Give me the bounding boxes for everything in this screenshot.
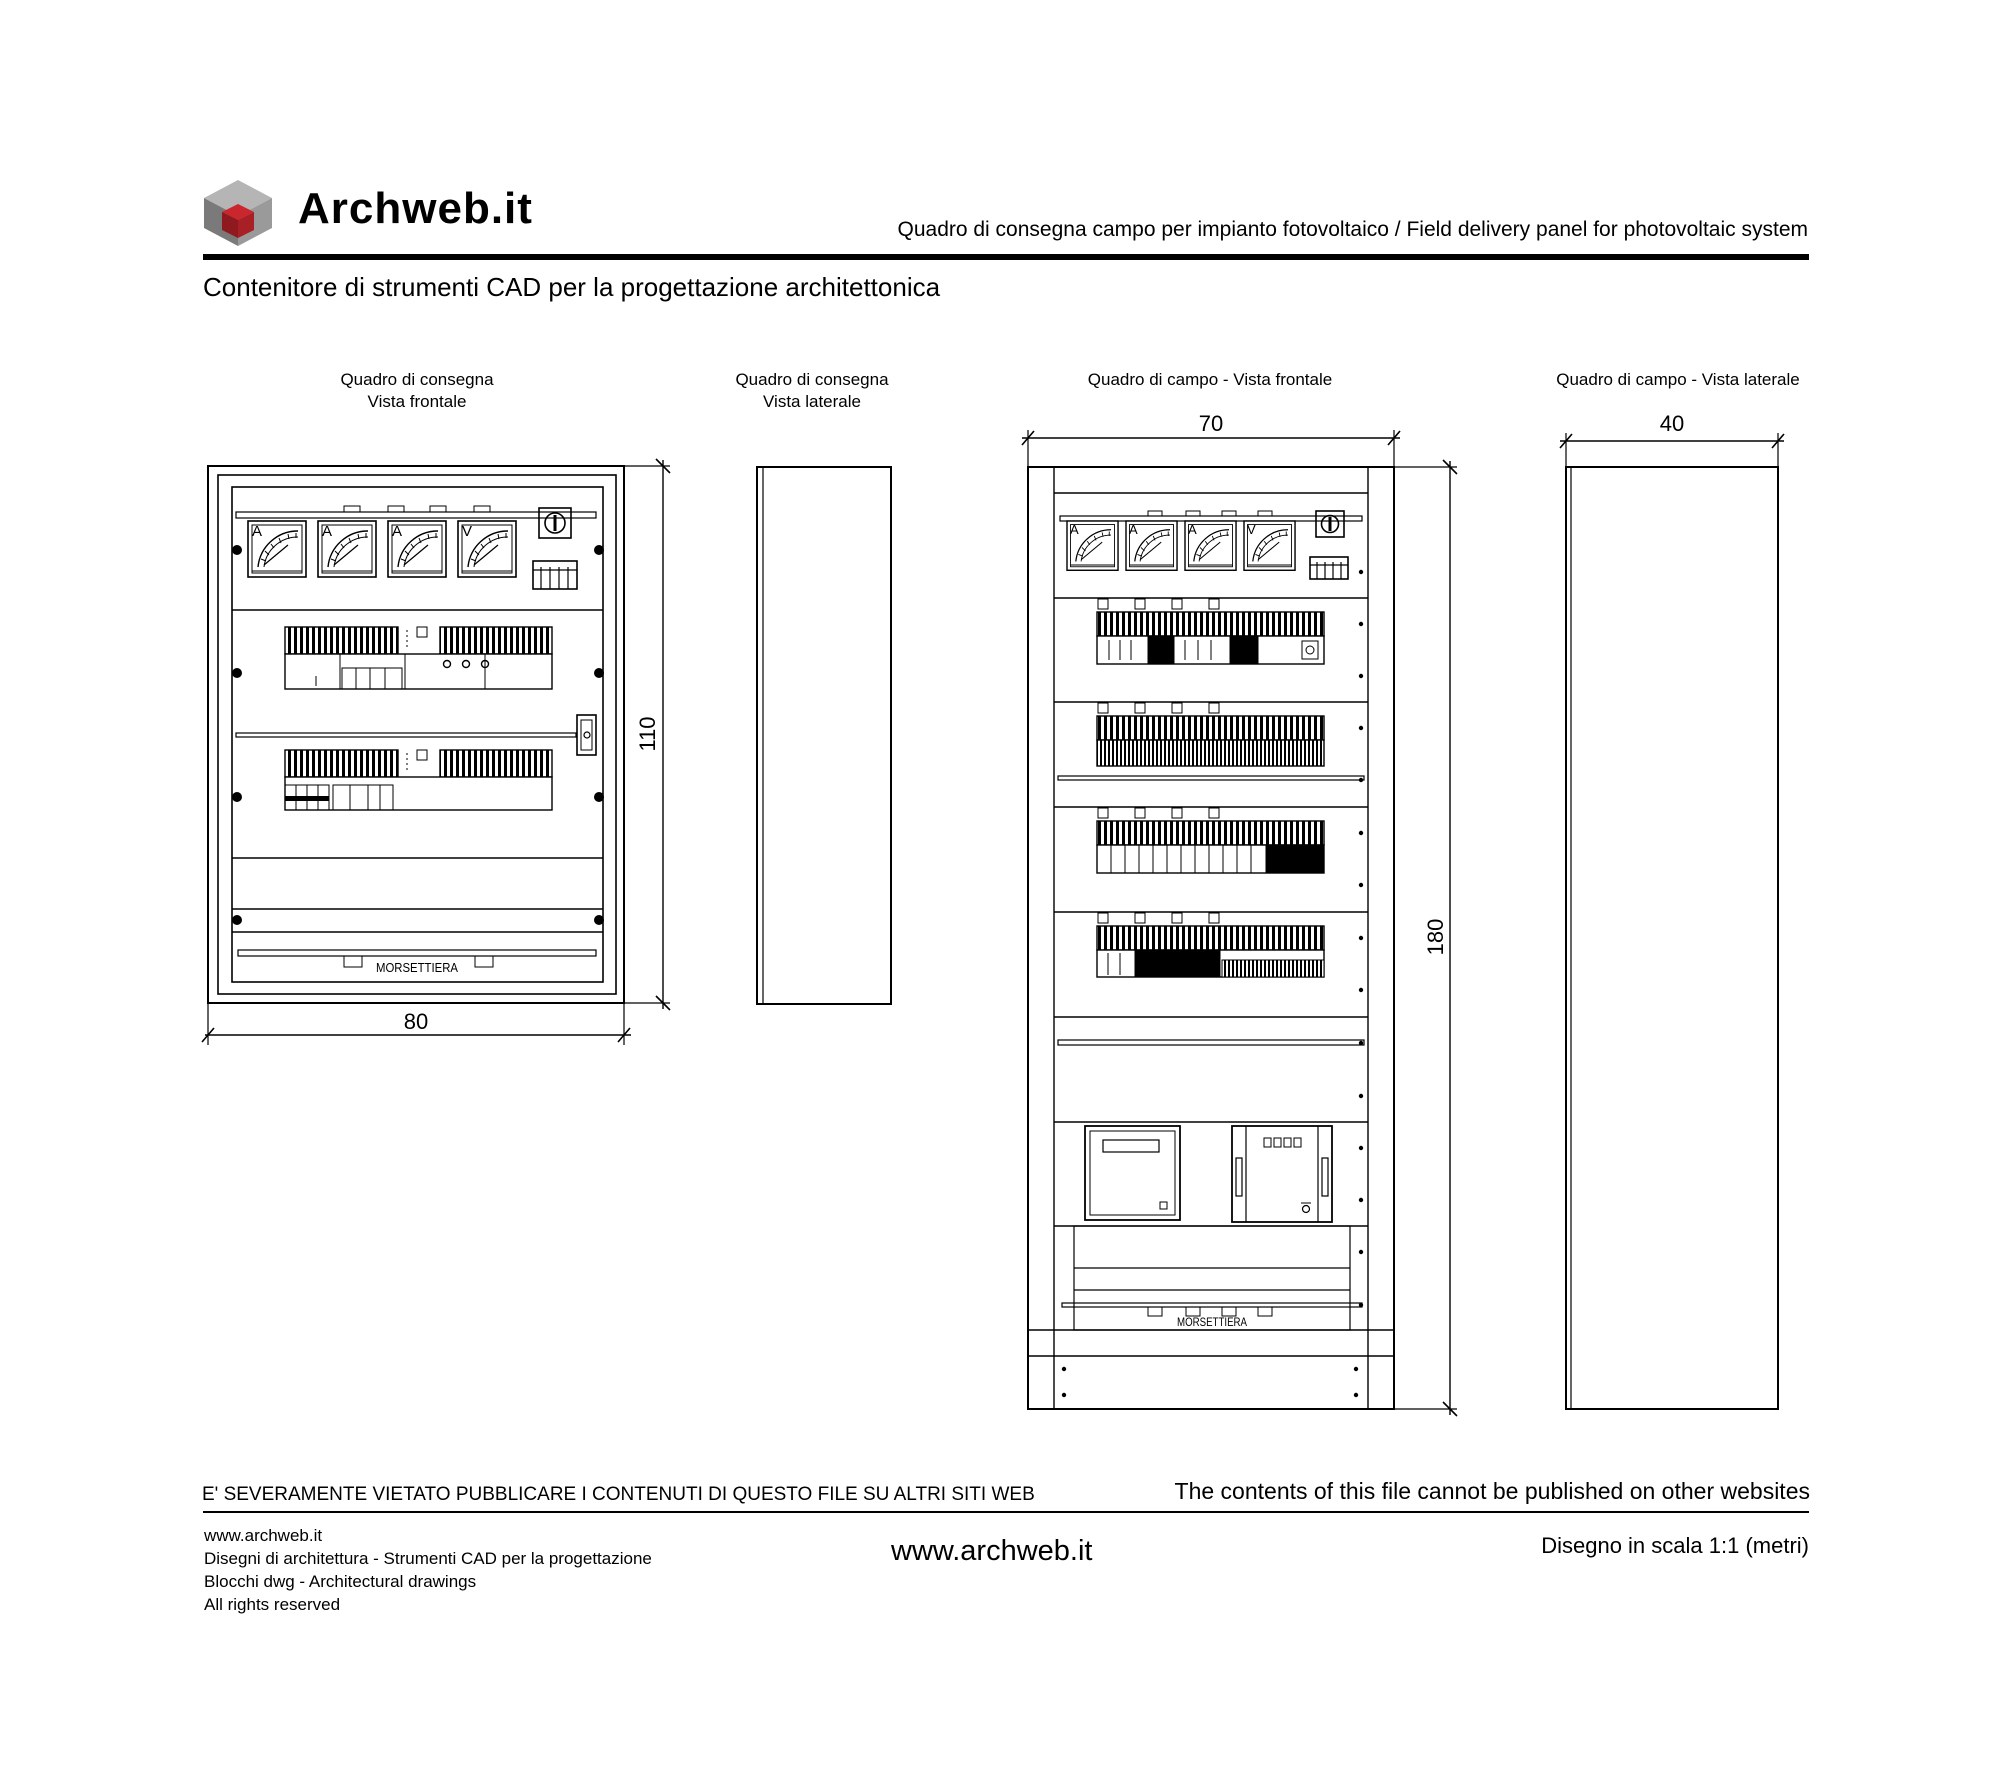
- footer-website: www.archweb.it: [891, 1535, 1093, 1567]
- field-datalogger: [1084, 1125, 1181, 1221]
- caption-delivery-front: Quadro di consegna Vista frontale: [317, 369, 517, 413]
- field-side-width-label: 40: [1660, 411, 1684, 436]
- delivery-width-dimension: [201, 1003, 631, 1045]
- caption-delivery-front-line2: Vista frontale: [367, 392, 467, 411]
- delivery-height-label: 110: [635, 716, 660, 751]
- header-rule: [203, 254, 1809, 260]
- warning-english: The contents of this file cannot be publ…: [1174, 1478, 1810, 1504]
- footer-rule: [203, 1511, 1809, 1513]
- footer-credit-line: Blocchi dwg - Architectural drawings: [204, 1572, 477, 1591]
- meter-label-a3: A: [392, 523, 402, 540]
- field-module-row-2: [1057, 702, 1365, 781]
- field-terminal-label: MORSETTIERA: [1177, 1315, 1247, 1329]
- field-rail-bar: [1057, 1039, 1365, 1046]
- field-meter-label-a3: A: [1188, 522, 1197, 537]
- brand-name: Archweb.it: [298, 184, 533, 233]
- field-width-dimension: [1021, 430, 1401, 467]
- field-panel-front: [1027, 466, 1395, 1410]
- field-width-label: 70: [1199, 411, 1223, 436]
- delivery-panel-front: [207, 465, 625, 1004]
- delivery-middle-rail: [235, 714, 597, 756]
- field-module-row-4: [1096, 912, 1325, 978]
- field-meter-label-a1: A: [1070, 522, 1079, 537]
- field-side-width-dimension: [1559, 433, 1785, 467]
- delivery-panel-side: [756, 466, 892, 1005]
- meter-label-v: V: [462, 523, 472, 540]
- footer-credit-line: Disegni di architettura - Strumenti CAD …: [204, 1549, 652, 1568]
- field-switch-icon: [1309, 510, 1349, 580]
- delivery-height-dimension: [624, 458, 671, 1011]
- caption-field-front: Quadro di campo - Vista frontale: [1040, 369, 1380, 391]
- delivery-terminal-block: [237, 949, 597, 968]
- delivery-dots: [232, 545, 604, 925]
- delivery-switch-icon: [532, 507, 578, 590]
- caption-delivery-side-line2: Vista laterale: [763, 392, 861, 411]
- meter-label-a2: A: [322, 523, 332, 540]
- field-meters: A A A V: [1066, 520, 1296, 571]
- field-panel-side: [1565, 466, 1779, 1410]
- field-meter-label-a2: A: [1129, 522, 1138, 537]
- delivery-terminal-label: MORSETTIERA: [376, 960, 458, 975]
- field-height-label: 180: [1423, 919, 1448, 956]
- caption-delivery-side-line1: Quadro di consegna: [735, 370, 889, 389]
- delivery-meters: A A A V: [247, 520, 517, 578]
- footer-credit-line: All rights reserved: [204, 1595, 341, 1614]
- caption-field-side-line1: Quadro di campo - Vista laterale: [1556, 370, 1800, 389]
- subtitle: Contenitore di strumenti CAD per la prog…: [203, 272, 941, 302]
- caption-delivery-side: Quadro di consegna Vista laterale: [712, 369, 912, 413]
- footer-credit-line: www.archweb.it: [204, 1526, 323, 1545]
- field-dots: [1061, 569, 1364, 1398]
- field-controller: [1231, 1125, 1333, 1223]
- footer-credits: www.archweb.it Disegni di architettura -…: [204, 1524, 804, 1616]
- caption-field-side: Quadro di campo - Vista laterale: [1528, 369, 1828, 391]
- field-meter-label-v: V: [1247, 522, 1256, 537]
- drawing-title: Quadro di consegna campo per impianto fo…: [897, 218, 1809, 241]
- caption-field-front-line1: Quadro di campo - Vista frontale: [1087, 370, 1333, 389]
- scale-note: Disegno in scala 1:1 (metri): [1541, 1533, 1809, 1558]
- warning-italian: E' SEVERAMENTE VIETATO PUBBLICARE I CONT…: [202, 1484, 1035, 1505]
- meter-label-a1: A: [252, 523, 262, 540]
- field-module-row-1: [1096, 598, 1325, 665]
- delivery-breaker-row-2: [284, 749, 553, 811]
- field-module-row-3: [1096, 807, 1325, 874]
- delivery-width-label: 80: [404, 1009, 428, 1034]
- delivery-breaker-row-1: [284, 626, 553, 690]
- caption-delivery-front-line1: Quadro di consegna: [340, 370, 494, 389]
- field-height-dimension: [1394, 459, 1458, 1417]
- archweb-logo: [204, 180, 272, 246]
